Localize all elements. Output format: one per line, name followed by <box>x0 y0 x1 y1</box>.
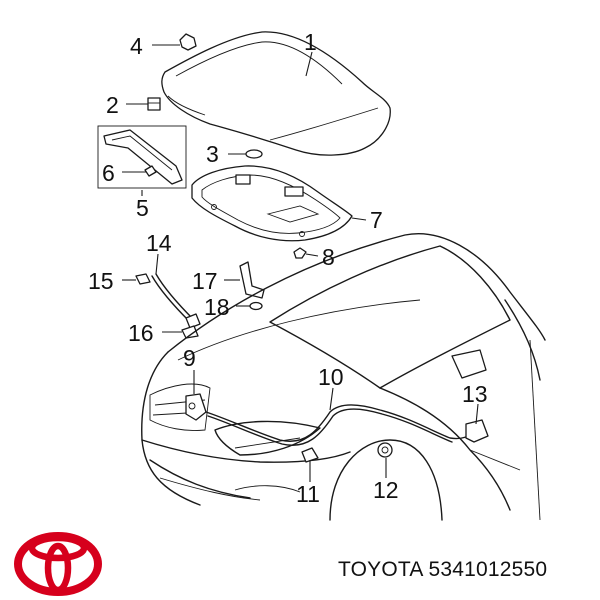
part-number-caption: TOYOTA 5341012550 <box>338 558 548 581</box>
callout-6: 6 <box>102 160 115 186</box>
grommet-18 <box>249 301 263 311</box>
callout-10: 10 <box>318 364 344 390</box>
logo-horizontal-ring <box>28 534 88 562</box>
callout-1: 1 <box>304 29 317 55</box>
callout-13: 13 <box>462 381 488 407</box>
hood-bumper-4 <box>179 33 197 51</box>
callout-18: 18 <box>204 294 230 320</box>
grommet-12 <box>377 442 393 458</box>
hood-rod-holder-17 <box>239 261 265 299</box>
callout-7: 7 <box>370 207 383 233</box>
callout-3: 3 <box>206 141 219 167</box>
cushion-2 <box>147 97 161 111</box>
clip-8 <box>293 247 307 259</box>
clamp-11 <box>301 447 319 463</box>
hood-support-rod <box>135 273 201 339</box>
callout-9: 9 <box>183 345 196 371</box>
car-body-outline <box>141 233 546 521</box>
toyota-logo-icon <box>14 532 102 596</box>
weatherstrip-kit-box <box>97 125 187 189</box>
callout-5: 5 <box>136 195 149 221</box>
callout-17: 17 <box>192 268 218 294</box>
release-cable <box>205 404 475 446</box>
callout-14: 14 <box>146 230 172 256</box>
callout-2: 2 <box>106 92 119 118</box>
callout-labels: 1 2 3 4 5 6 7 8 9 10 11 12 13 14 15 16 1… <box>88 29 488 507</box>
release-lever-13 <box>465 419 489 443</box>
callout-15: 15 <box>88 268 114 294</box>
hood-panel <box>161 31 391 156</box>
logo-vertical-ring <box>44 542 72 594</box>
plug-3 <box>245 149 263 159</box>
hood-lock-assembly <box>185 393 207 421</box>
callout-11: 11 <box>296 481 320 507</box>
leader-lines <box>122 44 479 482</box>
callout-8: 8 <box>322 244 335 270</box>
callout-12: 12 <box>373 477 399 503</box>
hood-insulator <box>191 165 353 242</box>
callout-16: 16 <box>128 320 154 346</box>
callout-4: 4 <box>130 33 143 59</box>
